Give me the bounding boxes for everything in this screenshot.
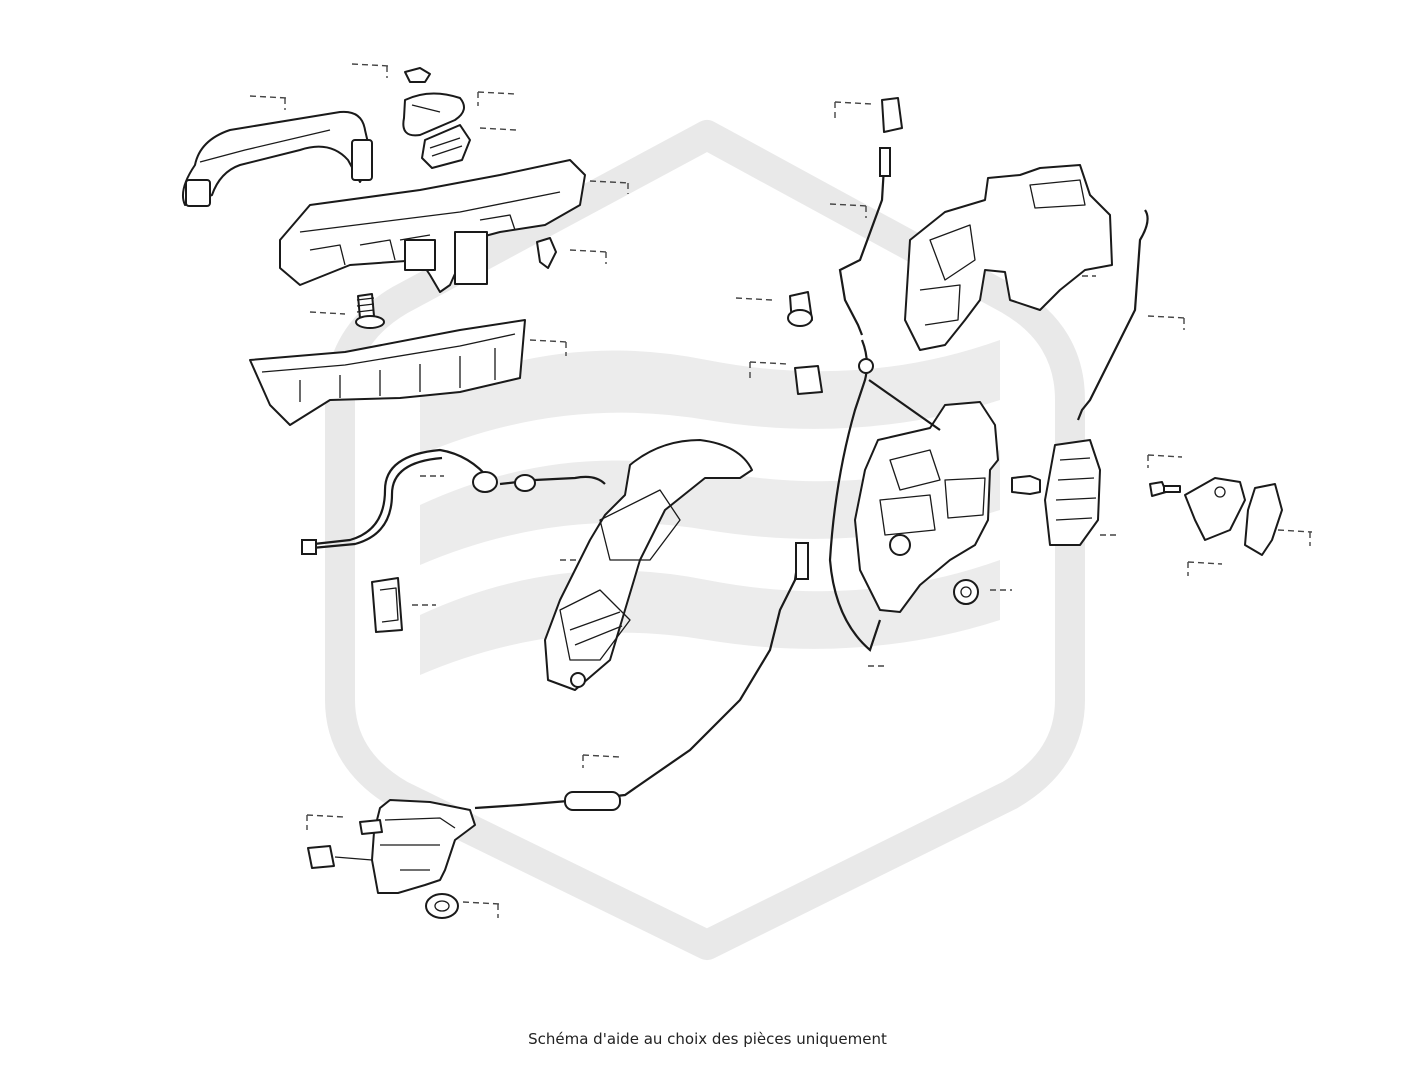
small-clip-part[interactable] <box>536 237 557 269</box>
latch-bolt-part[interactable] <box>1011 475 1041 495</box>
lock-housing-cover-part[interactable] <box>1044 439 1101 546</box>
outer-handle-part[interactable] <box>182 110 373 207</box>
spring-part[interactable] <box>355 293 385 329</box>
grommet-part[interactable] <box>787 291 813 327</box>
upper-latch-module-part[interactable] <box>904 164 1113 351</box>
lock-rod-part[interactable] <box>838 147 891 336</box>
connector-part[interactable] <box>794 365 823 395</box>
actuator-connector-part[interactable] <box>307 845 373 869</box>
striker-part[interactable] <box>1184 477 1246 541</box>
handle-cap-clip-part[interactable] <box>404 67 431 83</box>
grommet-ring-part[interactable] <box>425 893 459 919</box>
door-actuator-motor-part[interactable] <box>359 799 476 894</box>
inner-handle-part[interactable] <box>544 439 753 691</box>
handle-carrier-bracket-part[interactable] <box>279 159 586 293</box>
lock-cylinder-cap-part[interactable] <box>402 92 465 137</box>
lock-cable-part[interactable] <box>828 339 941 652</box>
diagram-caption: Schéma d'aide au choix des pièces unique… <box>528 1030 887 1048</box>
striker-shim-part[interactable] <box>1244 483 1283 556</box>
actuator-cable-part[interactable] <box>474 542 809 811</box>
cable-clip-part[interactable] <box>371 577 403 633</box>
inner-reinforcement-part[interactable] <box>249 319 526 426</box>
outer-release-rod-part[interactable] <box>1076 209 1149 421</box>
inner-release-cable-part[interactable] <box>301 448 606 555</box>
striker-screw-part[interactable] <box>1149 481 1181 497</box>
lock-cylinder-part[interactable] <box>421 124 471 169</box>
screw-part[interactable] <box>953 579 979 605</box>
part-callouts <box>249 63 1313 918</box>
boot-cap-part[interactable] <box>881 97 903 133</box>
door-lock-body-part[interactable] <box>854 401 999 613</box>
